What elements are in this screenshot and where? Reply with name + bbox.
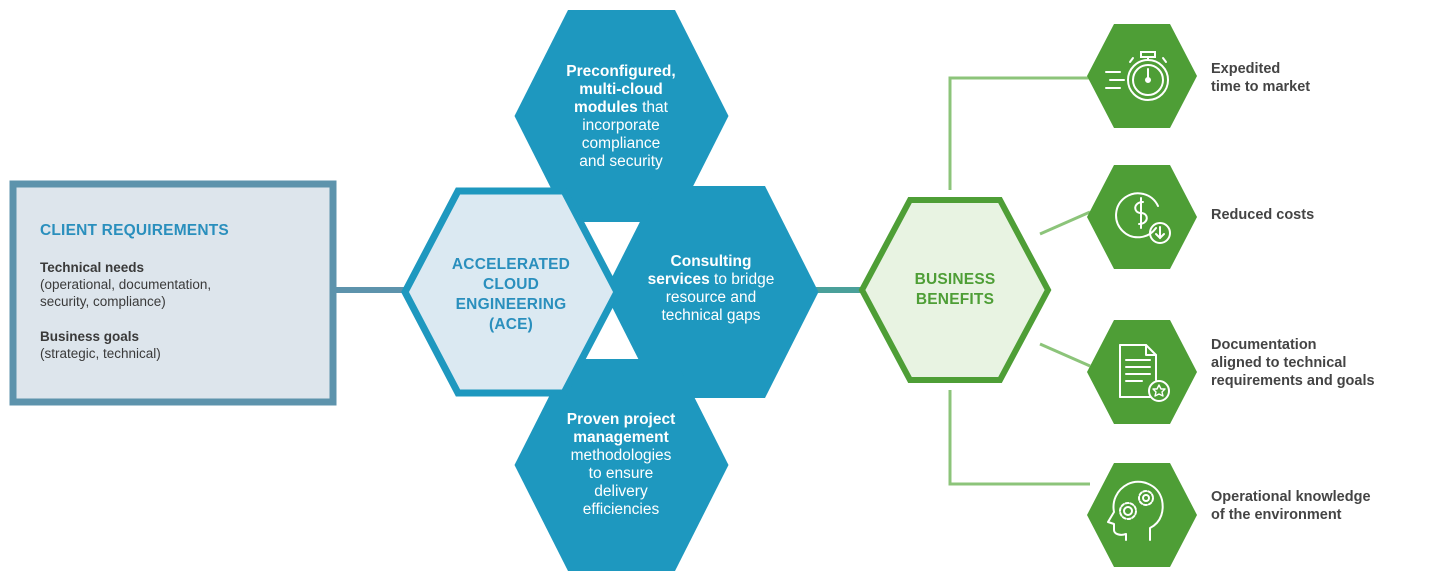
bottom-hex-line-1: Proven project: [566, 411, 676, 428]
hex-benefit-3: [1087, 320, 1197, 424]
bottom-hex-line-5: delivery: [594, 483, 648, 500]
project-management-text: Proven project management methodologies …: [514, 411, 728, 519]
hex-consulting-services: [604, 186, 819, 398]
right-hex-line-1: Consulting: [670, 253, 752, 270]
benefit-label-time-to-market: Expedited time to market: [1211, 60, 1439, 96]
benefit-label-operational-knowledge: Operational knowledge of the environment: [1211, 488, 1439, 524]
hex-benefit-4: [1087, 463, 1197, 567]
top-hex-line-3-rest: that: [637, 99, 668, 116]
right-hex-line-3: resource and: [665, 289, 757, 306]
hex-project-management: [514, 359, 729, 571]
benefit-4-line-1: Operational knowledge: [1211, 489, 1371, 505]
business-goals-label: Business goals: [40, 329, 140, 344]
business-goals-block: Business goals (strategic, technical): [40, 328, 330, 362]
benefit-1-line-1: Expedited: [1211, 61, 1281, 77]
benefit-label-reduced-costs: Reduced costs: [1211, 206, 1439, 224]
right-hex-line-4: technical gaps: [661, 307, 761, 324]
dollar-down-icon: [1115, 192, 1171, 244]
business-benefits-line-2: BENEFITS: [915, 291, 995, 308]
benefit-3-line-1: Documentation: [1211, 337, 1317, 353]
business-benefits-label: BUSINESS BENEFITS: [880, 270, 1030, 310]
benefit-1-line-2: time to market: [1211, 79, 1311, 95]
consulting-services-text: Consulting services to bridge resource a…: [604, 253, 818, 325]
ace-line-4: (ACE): [488, 316, 534, 333]
business-benefits-line-1: BUSINESS: [914, 271, 996, 288]
head-gears-icon: [1107, 480, 1164, 541]
bottom-hex-line-2: management: [573, 429, 669, 446]
client-requirements-title: CLIENT REQUIREMENTS: [40, 222, 229, 239]
top-hex-line-4: incorporate: [582, 117, 660, 134]
top-hex-line-2: multi-cloud: [579, 81, 663, 98]
ace-label: ACCELERATED CLOUD ENGINEERING (ACE): [430, 255, 592, 335]
hex-benefit-1: [1087, 24, 1197, 128]
bottom-hex-line-4: to ensure: [588, 465, 654, 482]
technical-needs-detail-2: security, compliance): [40, 294, 166, 309]
top-hex-line-1: Preconfigured,: [566, 63, 676, 80]
hex-ace: [401, 187, 621, 397]
benefit-3-line-3: requirements and goals: [1211, 373, 1375, 389]
ace-line-1: ACCELERATED: [451, 256, 571, 273]
benefit-3-line-2: aligned to technical: [1211, 355, 1347, 371]
technical-needs-label: Technical needs: [40, 260, 145, 275]
benefit-label-documentation: Documentation aligned to technical requi…: [1211, 336, 1439, 390]
document-star-icon: [1119, 344, 1170, 402]
right-hex-line-2-bold: services: [647, 271, 710, 288]
right-hex-line-2-rest: to bridge: [709, 271, 775, 288]
technical-needs-detail-1: (operational, documentation,: [40, 277, 212, 292]
business-goals-detail: (strategic, technical): [40, 346, 161, 361]
ace-line-2: CLOUD: [482, 276, 540, 293]
bottom-hex-line-3: methodologies: [570, 447, 672, 464]
top-hex-line-5: compliance: [581, 135, 661, 152]
technical-needs-block: Technical needs (operational, documentat…: [40, 259, 330, 310]
benefit-4-line-2: of the environment: [1211, 507, 1342, 523]
stopwatch-icon: [1105, 51, 1169, 101]
top-hex-line-3-bold: modules: [574, 99, 638, 116]
ace-line-3: ENGINEERING: [455, 296, 567, 313]
benefit-connectors: [948, 76, 1091, 486]
preconfigured-modules-text: Preconfigured, multi-cloud modules that …: [514, 63, 728, 171]
hex-business-benefits: [858, 197, 1052, 383]
hex-preconfigured-modules: [514, 10, 729, 222]
benefit-2-line-1: Reduced costs: [1211, 207, 1315, 223]
client-requirements-box: [9, 180, 337, 406]
bottom-hex-line-6: efficiencies: [582, 501, 660, 518]
top-hex-line-6: and security: [579, 153, 663, 170]
